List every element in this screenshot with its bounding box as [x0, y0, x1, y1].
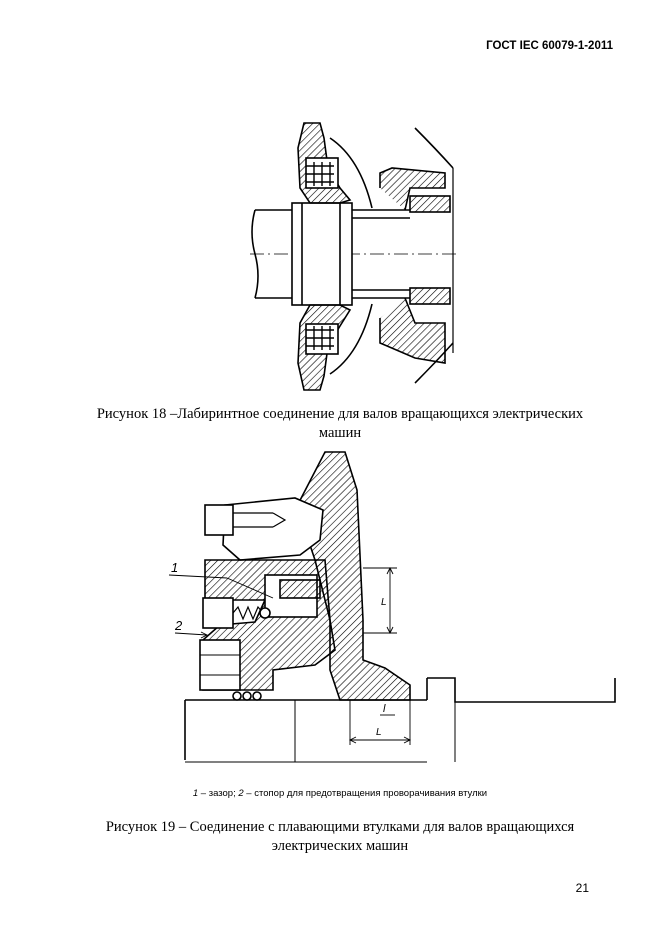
figure-19-caption-line1: Рисунок 19 – Соединение с плавающими вту… [105, 819, 575, 835]
callout-label-1: 1 [171, 560, 178, 575]
figure-18-caption-line1: Рисунок 18 –Лабиринтное соединение для в… [96, 406, 584, 422]
legend-number-2: 2 [238, 788, 244, 799]
page-number: 21 [575, 881, 589, 895]
figure-19-legend: 1 – зазор; 2 – стопор для предотвращения… [60, 788, 620, 799]
figure-19-drawing: 1 2 L L l [168, 451, 616, 763]
legend-number-1: 1 [192, 788, 199, 799]
callout-label-2: 2 [174, 618, 183, 633]
legend-text-2: – стопор для предотвращения проворачиван… [243, 788, 488, 799]
figure-18-drawing [250, 122, 460, 391]
figure-18-caption-line2: машин [318, 425, 362, 441]
dimension-L-vertical: L [381, 597, 387, 608]
legend-text-1: – зазор; [198, 788, 239, 799]
figure-19-caption: Рисунок 19 – Соединение с плавающими вту… [70, 818, 610, 856]
dimension-l: l [383, 703, 386, 715]
figure-19-caption-line2: электрических машин [271, 838, 409, 854]
dimension-L-horizontal: L [376, 727, 382, 738]
figure-18-caption: Рисунок 18 –Лабиринтное соединение для в… [70, 405, 610, 443]
standard-code: ГОСТ IEC 60079-1-2011 [486, 40, 613, 52]
